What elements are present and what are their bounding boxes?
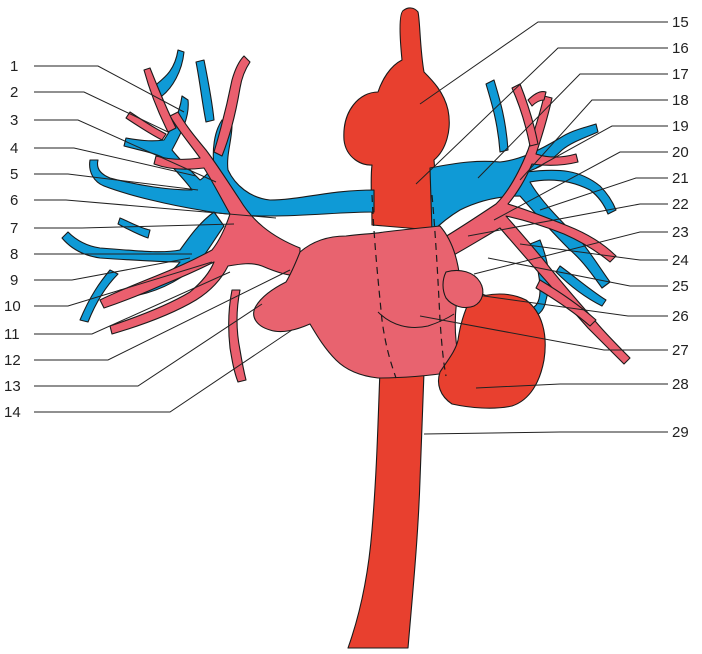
label-24: 24: [672, 252, 689, 269]
label-14: 14: [4, 404, 21, 421]
label-20: 20: [672, 144, 689, 161]
label-17: 17: [672, 66, 689, 83]
label-18: 18: [672, 92, 689, 109]
venous-stump: [443, 270, 483, 307]
labels-left: 1 2 3 4 5 6 7 8 9 10 11 12 13 14: [4, 58, 21, 421]
label-9: 9: [10, 272, 18, 289]
pulmonary-arteries-left: [100, 56, 300, 382]
label-2: 2: [10, 84, 18, 101]
label-5: 5: [10, 166, 18, 183]
label-22: 22: [672, 196, 689, 213]
label-7: 7: [10, 220, 18, 237]
label-12: 12: [4, 352, 21, 369]
aorta: [348, 370, 424, 648]
label-15: 15: [672, 14, 689, 31]
label-26: 26: [672, 308, 689, 325]
label-8: 8: [10, 246, 18, 263]
label-23: 23: [672, 224, 689, 241]
label-10: 10: [4, 298, 21, 315]
label-25: 25: [672, 278, 689, 295]
label-1: 1: [10, 58, 18, 75]
label-11: 11: [4, 326, 20, 343]
label-29: 29: [672, 424, 689, 441]
label-19: 19: [672, 118, 689, 135]
label-16: 16: [672, 40, 689, 57]
label-28: 28: [672, 376, 689, 393]
label-27: 27: [672, 342, 689, 359]
label-4: 4: [10, 140, 18, 157]
labels-right: 15 16 17 18 19 20 21 22 23 24 25 26 27 2…: [672, 14, 689, 441]
label-21: 21: [672, 170, 689, 187]
label-13: 13: [4, 378, 21, 395]
label-6: 6: [10, 192, 18, 209]
label-3: 3: [10, 112, 18, 129]
